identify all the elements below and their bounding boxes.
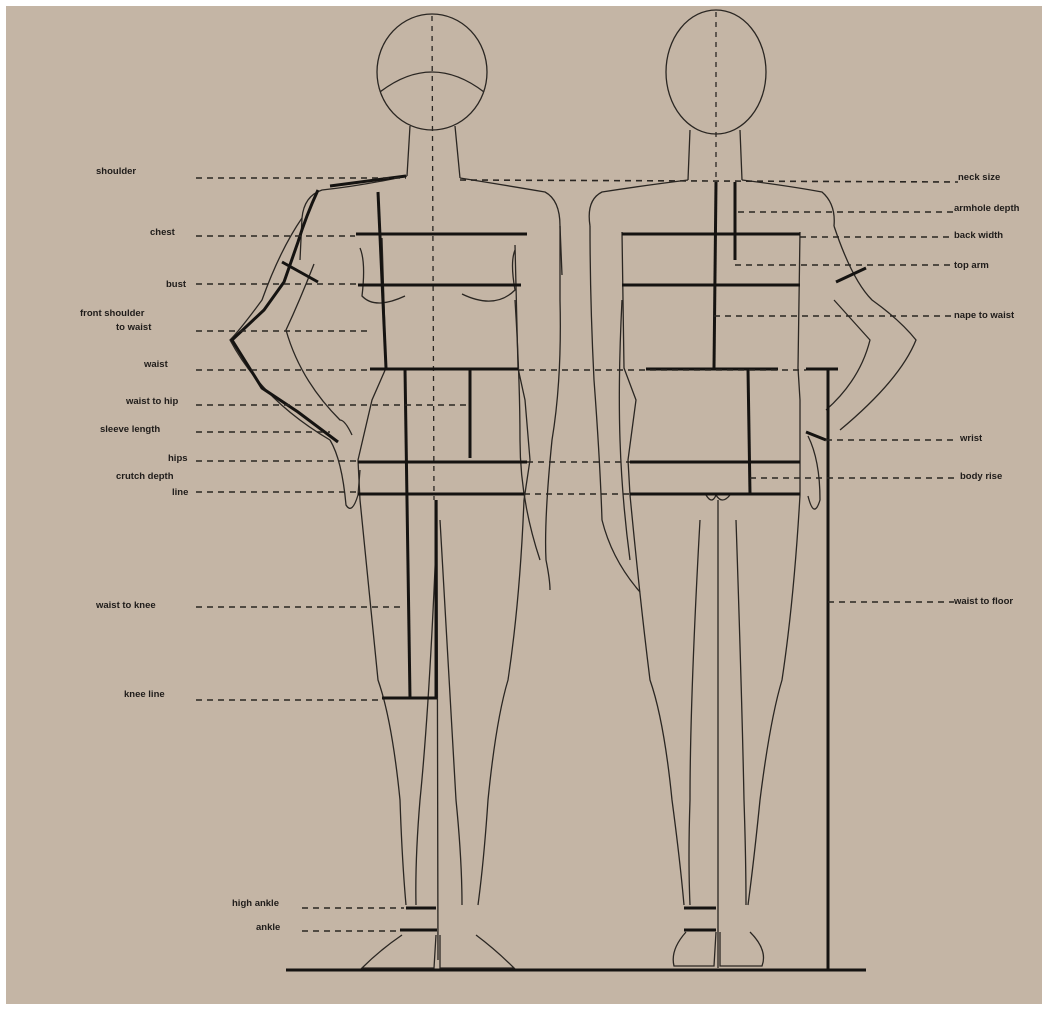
label-top-arm: top arm [954, 260, 989, 271]
label-waist: waist [143, 359, 169, 370]
label-body-rise: body rise [960, 471, 1002, 482]
label-neck-size: neck size [958, 172, 1000, 183]
label-waist-to-knee: waist to knee [95, 600, 156, 611]
label-front-shoulder-2: to waist [116, 322, 152, 333]
label-chest: chest [150, 227, 176, 238]
label-knee-line: knee line [124, 689, 165, 700]
label-high-ankle: high ankle [232, 898, 279, 909]
label-back-width: back width [954, 230, 1003, 241]
label-line: line [172, 487, 188, 498]
label-armhole-depth: armhole depth [954, 203, 1020, 214]
label-bust: bust [166, 279, 187, 290]
label-waist-to-hip: waist to hip [125, 396, 178, 407]
label-wrist: wrist [959, 433, 983, 444]
label-shoulder: shoulder [96, 166, 136, 177]
label-front-shoulder-1: front shoulder [80, 308, 145, 319]
label-ankle: ankle [256, 922, 280, 933]
label-sleeve-length: sleeve length [100, 424, 160, 435]
label-waist-to-floor: waist to floor [953, 596, 1013, 607]
label-crutch-depth: crutch depth [116, 471, 174, 482]
label-hips: hips [168, 453, 188, 464]
label-nape-to-waist: nape to waist [954, 310, 1015, 321]
